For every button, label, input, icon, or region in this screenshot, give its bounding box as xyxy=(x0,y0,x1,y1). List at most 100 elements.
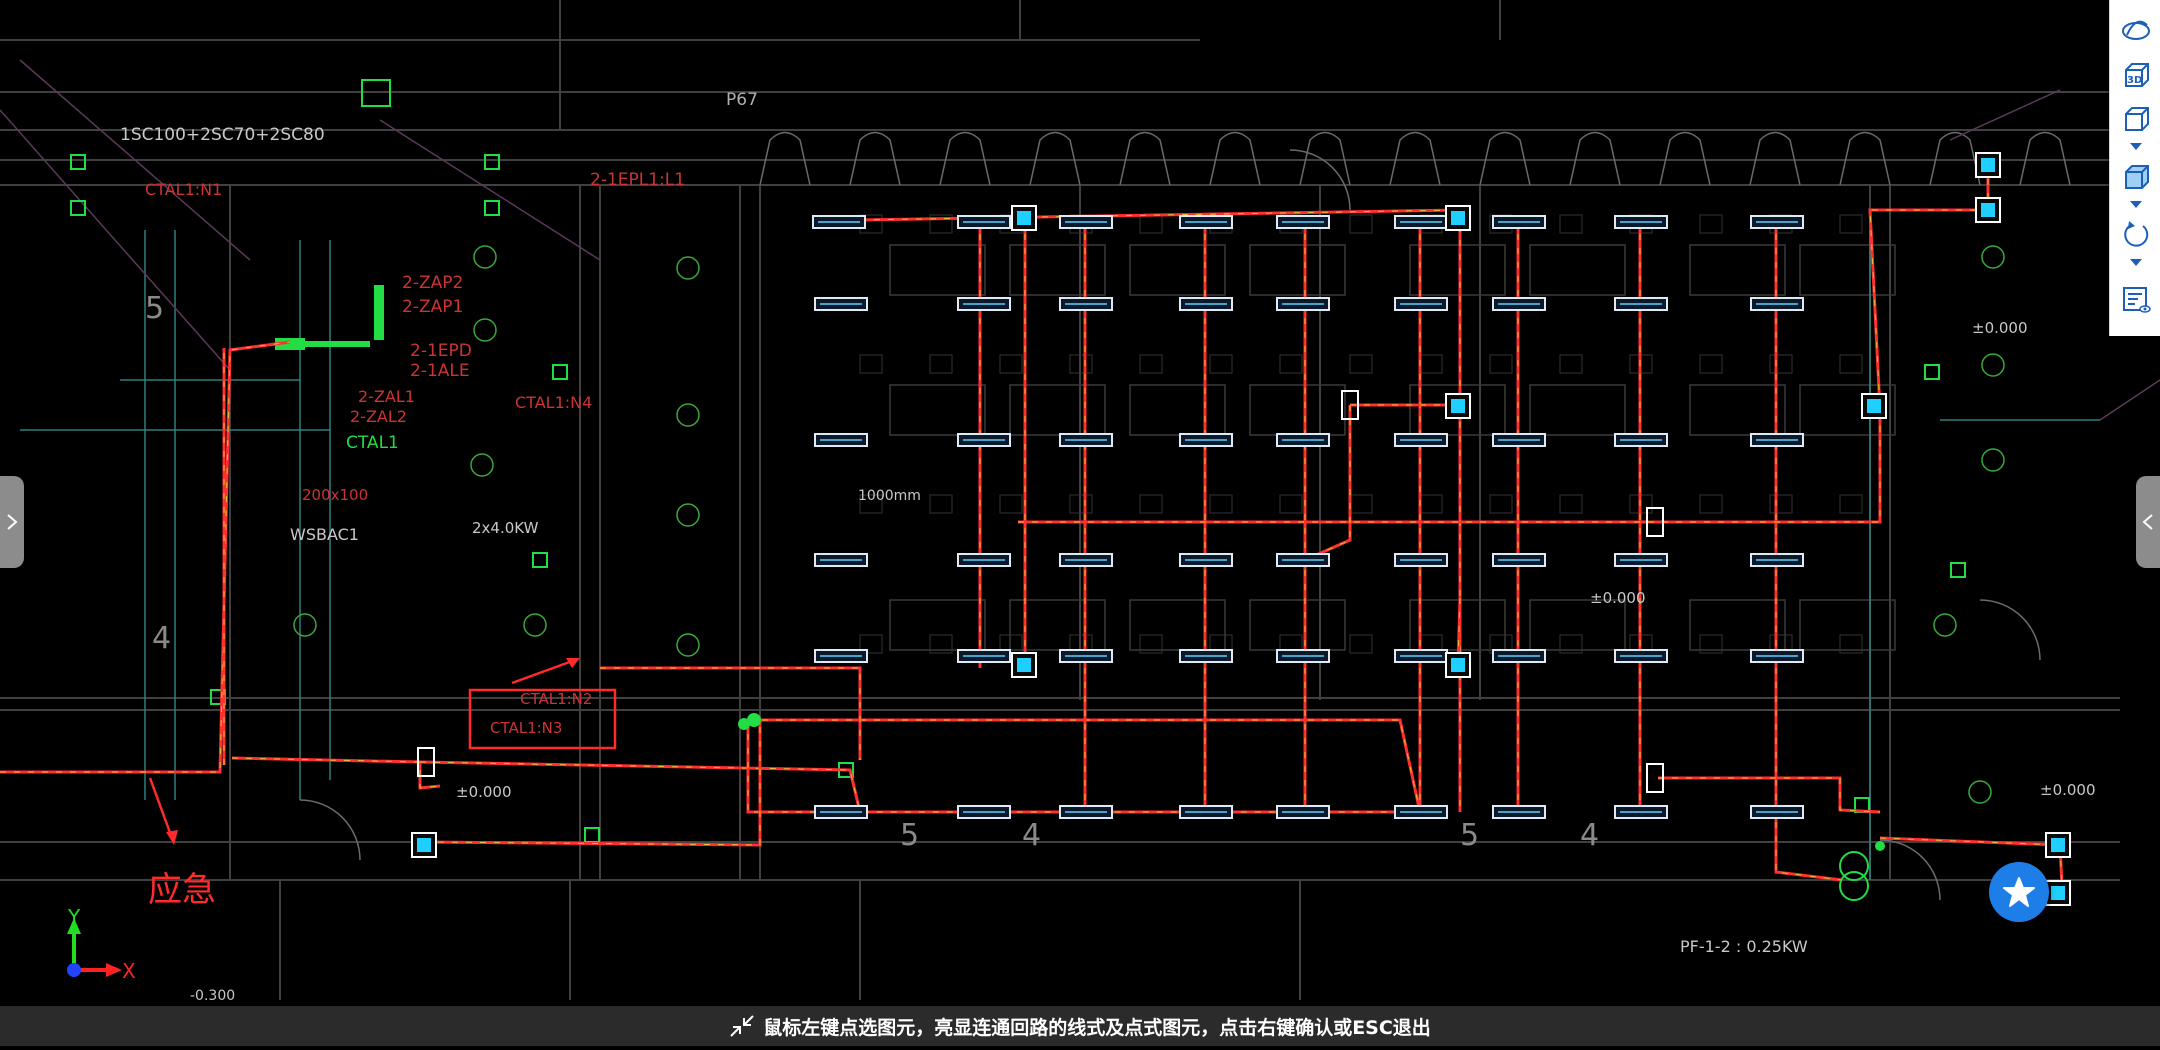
circuit-wire-dash xyxy=(1304,405,1351,561)
caret-down-icon xyxy=(2130,201,2142,208)
chevron-left-icon xyxy=(2142,514,2153,530)
circuit-wire-dash xyxy=(747,720,850,813)
desk-outline xyxy=(1529,244,1626,296)
circuit-wire-dash xyxy=(600,667,861,760)
drawing-label: 2-ZAP1 xyxy=(402,297,463,317)
circuit-wire xyxy=(600,666,862,760)
desk-outline xyxy=(889,599,986,651)
box-solid-button[interactable] xyxy=(2116,160,2156,196)
distribution-panel xyxy=(275,338,305,350)
symbol-circle xyxy=(1981,353,2005,377)
chair-outline xyxy=(1699,634,1723,654)
circuit-wire xyxy=(419,760,1440,814)
circuit-wire xyxy=(859,208,1462,812)
room-number: 4 xyxy=(152,621,171,656)
chair-outline xyxy=(1839,354,1863,374)
chair-outline xyxy=(1349,214,1373,234)
desk-outline xyxy=(1249,384,1346,436)
chair-outline xyxy=(1769,354,1793,374)
desk-outline xyxy=(1009,384,1106,436)
box-outline-dropdown[interactable] xyxy=(2126,140,2146,154)
collapse-arrows-icon xyxy=(730,1015,754,1037)
chair-outline xyxy=(1839,494,1863,514)
transformer-symbol xyxy=(1839,871,1869,901)
column-arch xyxy=(2019,131,2071,186)
column-arch xyxy=(1029,131,1081,186)
socket-symbol xyxy=(584,827,600,843)
highlighted-device-core xyxy=(1017,211,1031,225)
chair-outline xyxy=(1069,494,1093,514)
symbol-circle xyxy=(293,613,317,637)
chair-outline xyxy=(1839,214,1863,234)
light-fixtures[interactable] xyxy=(411,152,2071,906)
chair-outline xyxy=(1349,494,1373,514)
distribution-panel xyxy=(374,285,384,340)
chair-outline xyxy=(1559,634,1583,654)
leader-line xyxy=(19,59,251,261)
column-arch xyxy=(1749,131,1801,186)
box-solid-dropdown[interactable] xyxy=(2126,198,2146,212)
highlighted-device-core xyxy=(1451,399,1465,413)
chair-outline xyxy=(1139,354,1163,374)
view-toolbar: 3D xyxy=(2109,0,2160,336)
favorite-button[interactable] xyxy=(1989,862,2049,922)
leader-line xyxy=(1949,89,2061,141)
circuit-wire-dash xyxy=(748,719,1421,813)
rotate-icon xyxy=(2124,221,2149,247)
chair-outline xyxy=(859,494,883,514)
chevron-right-icon xyxy=(7,514,18,530)
socket-symbol xyxy=(484,154,500,170)
drawing-label: 2-ZAL1 xyxy=(358,387,415,406)
drawing-label: 1SC100+2SC70+2SC80 xyxy=(120,125,325,145)
door-swing xyxy=(1289,149,1351,211)
circuit-wire xyxy=(1304,405,1352,562)
desk-outline xyxy=(1689,244,1786,296)
chair-outline xyxy=(859,634,883,654)
junction-box xyxy=(1341,390,1359,420)
leader-line xyxy=(0,109,231,371)
chair-outline xyxy=(929,634,953,654)
orbit-button[interactable] xyxy=(2116,12,2156,48)
desk-outline xyxy=(1799,599,1896,651)
desk-outline xyxy=(1689,384,1786,436)
chair-outline xyxy=(1419,494,1443,514)
circuit-wire-dash xyxy=(1018,209,1988,523)
highlighted-device-core xyxy=(1981,158,1995,172)
symbol-circle xyxy=(1981,245,2005,269)
desk-outline xyxy=(889,244,986,296)
box-outline-button[interactable] xyxy=(2116,102,2156,138)
box-outline-icon xyxy=(2125,107,2149,131)
rotate-dropdown[interactable] xyxy=(2126,256,2146,270)
left-panel-toggle[interactable] xyxy=(0,476,24,568)
rotate-button[interactable] xyxy=(2116,216,2156,252)
desk-outline xyxy=(1529,599,1626,651)
right-panel-toggle[interactable] xyxy=(2136,476,2160,568)
axis-indicator: Y X xyxy=(67,905,136,983)
chair-outline xyxy=(1069,354,1093,374)
drawing-label: 1000mm xyxy=(858,488,921,504)
chair-outline xyxy=(1279,494,1303,514)
highlighted-device-core xyxy=(1017,658,1031,672)
socket-symbol xyxy=(532,552,548,568)
view-3d-button[interactable]: 3D xyxy=(2116,58,2156,94)
column-arch xyxy=(1929,131,1981,186)
circuit-wire xyxy=(1774,220,1843,882)
door-swing xyxy=(299,799,361,861)
drawing-label: CTAL1:N1 xyxy=(145,180,222,199)
desk-outline xyxy=(1799,244,1896,296)
chair-outline xyxy=(1139,214,1163,234)
drawing-label: CTAL1:N2 xyxy=(520,690,592,708)
chair-outline xyxy=(1769,494,1793,514)
socket-symbol xyxy=(484,200,500,216)
chair-outline xyxy=(929,214,953,234)
desk-outline xyxy=(1129,384,1226,436)
room-number: 4 xyxy=(1580,818,1599,853)
chair-outline xyxy=(929,494,953,514)
circuit-wire-dash xyxy=(419,761,1440,813)
properties-button[interactable] xyxy=(2116,282,2156,318)
column-arch xyxy=(1299,131,1351,186)
circuit-wire-dash xyxy=(1658,777,1881,813)
highlighted-device-core xyxy=(1867,399,1881,413)
